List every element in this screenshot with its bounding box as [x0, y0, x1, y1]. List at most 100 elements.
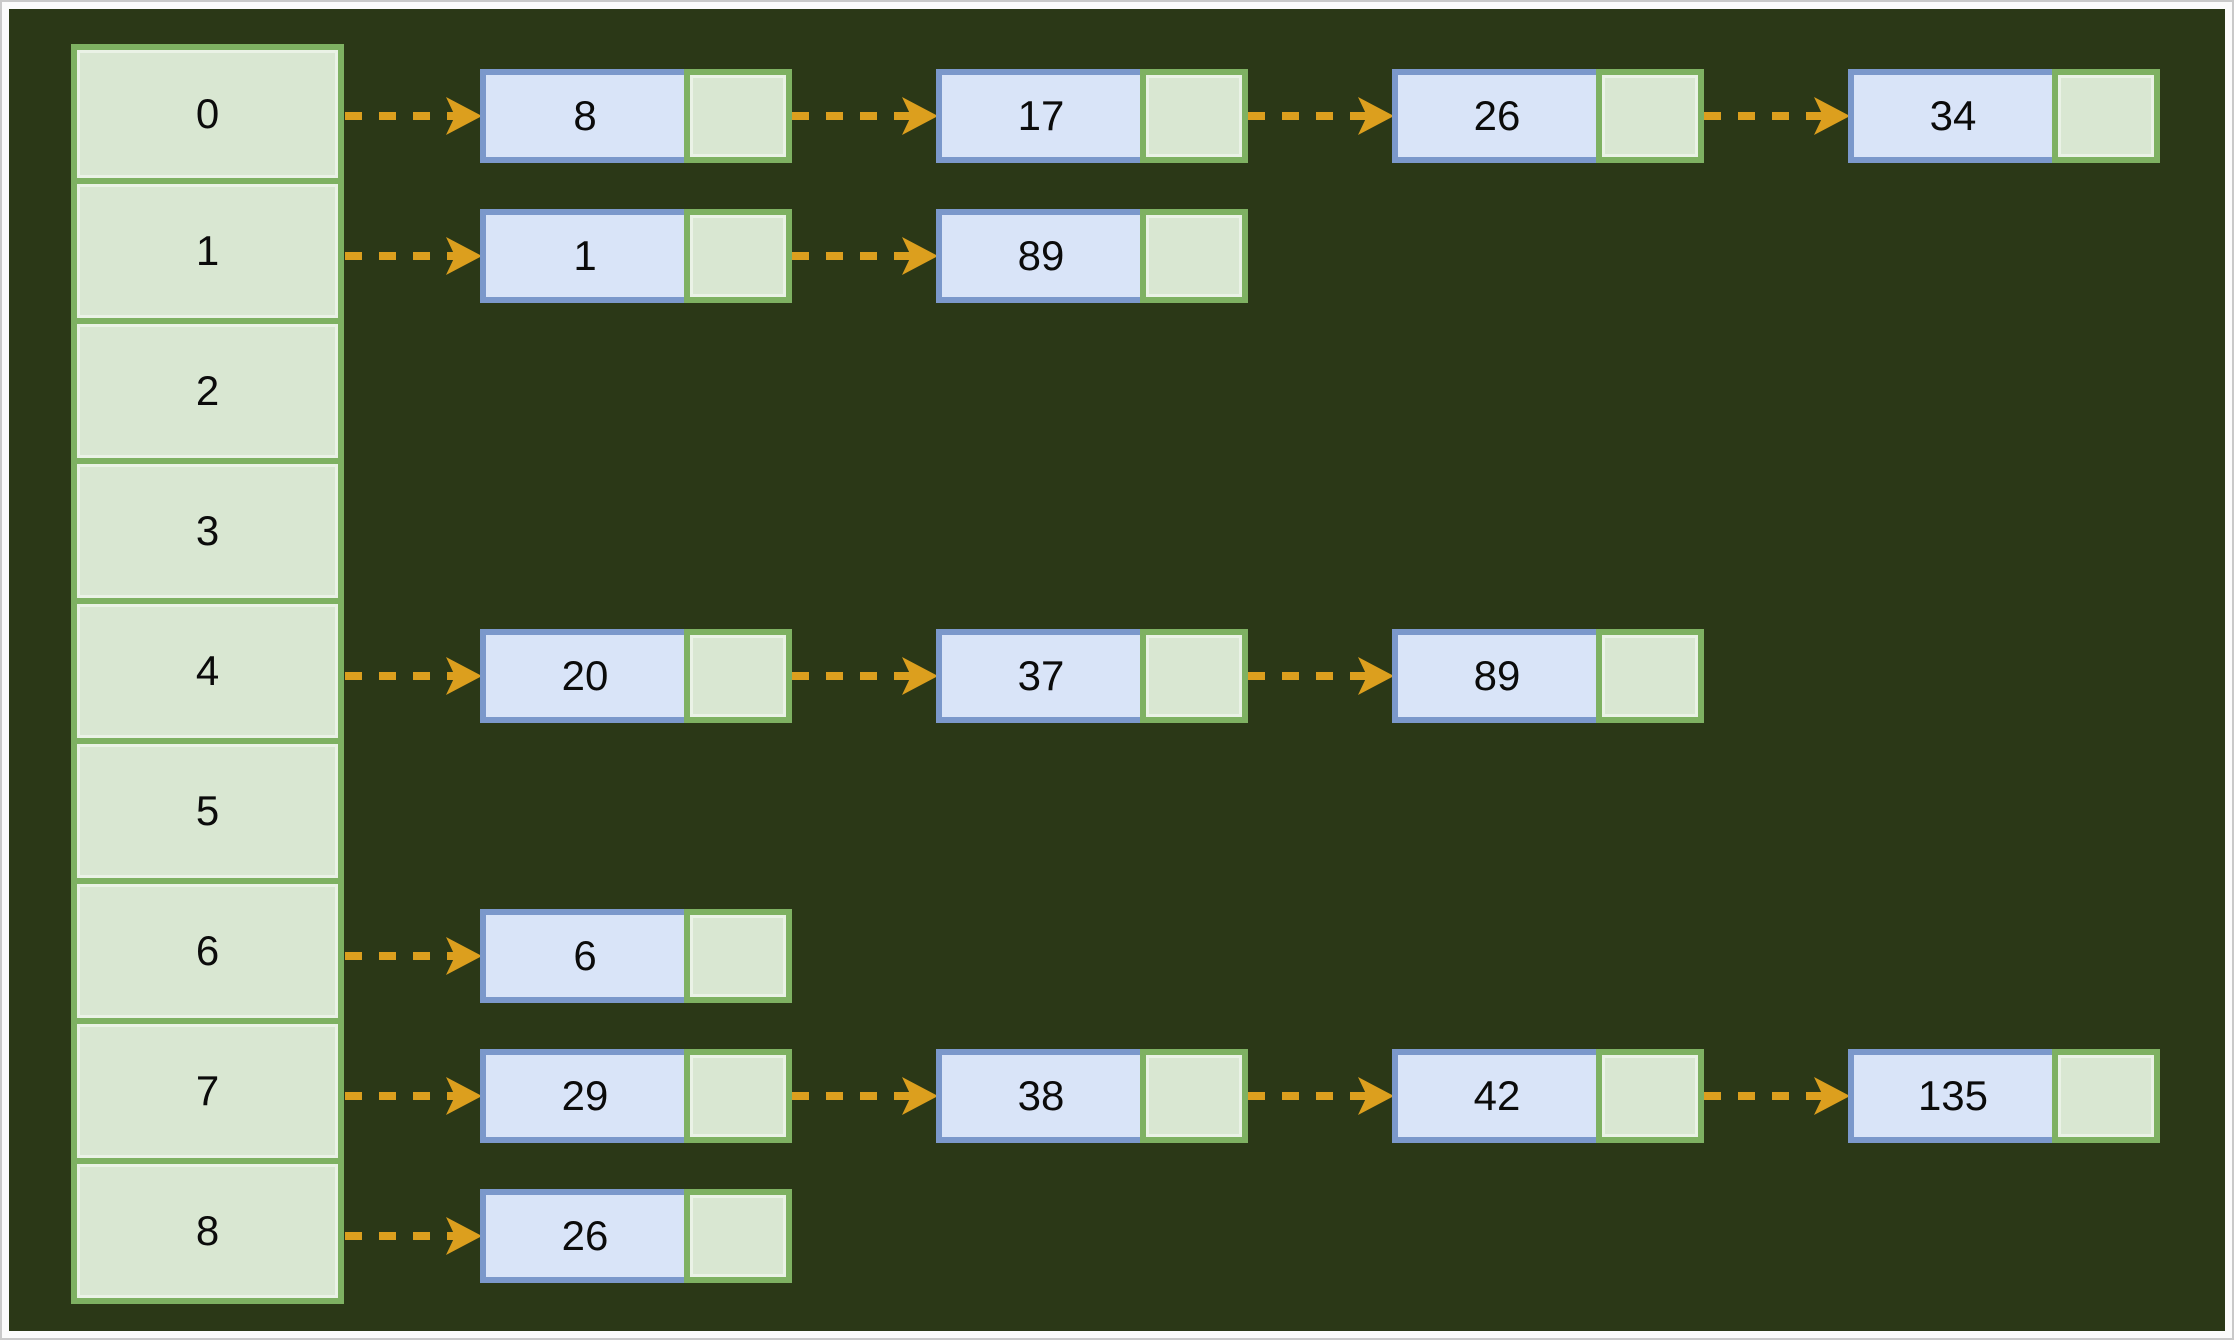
bucket-index-label: 3 — [195, 507, 220, 554]
node-value: 42 — [1473, 1072, 1521, 1119]
node-value-cell: 38 — [936, 1049, 1140, 1143]
pointer-arrow — [345, 1077, 482, 1115]
pointer-arrow — [1248, 1077, 1394, 1115]
bucket-index-label: 4 — [195, 647, 220, 694]
bucket-index-label: 1 — [195, 227, 220, 274]
node-value-cell: 29 — [480, 1049, 684, 1143]
list-node: 8 — [480, 69, 792, 163]
list-node: 29 — [480, 1049, 792, 1143]
node-next-pointer-cell — [684, 209, 792, 303]
bucket-cell: 5 — [71, 744, 344, 884]
list-node: 38 — [936, 1049, 1248, 1143]
arrowhead — [902, 97, 938, 135]
node-value-cell: 6 — [480, 909, 684, 1003]
node-value-cell: 42 — [1392, 1049, 1596, 1143]
node-value: 26 — [561, 1212, 609, 1259]
pointer-arrow — [1248, 97, 1394, 135]
node-value-cell: 1 — [480, 209, 684, 303]
arrowhead — [1358, 1077, 1394, 1115]
bucket-index-label: 0 — [195, 90, 220, 137]
bucket-index-label: 6 — [195, 927, 220, 974]
node-value-cell: 26 — [1392, 69, 1596, 163]
node-value: 26 — [1473, 92, 1521, 139]
node-value: 20 — [561, 652, 609, 699]
pointer-arrow — [345, 657, 482, 695]
pointer-arrow — [792, 97, 938, 135]
arrowhead — [446, 937, 482, 975]
node-value: 89 — [1473, 652, 1521, 699]
bucket-index-label: 5 — [195, 787, 220, 834]
pointer-arrow — [1704, 97, 1850, 135]
node-next-pointer-cell — [684, 909, 792, 1003]
pointer-arrow — [792, 657, 938, 695]
node-next-pointer-cell — [1596, 1049, 1704, 1143]
list-node: 26 — [1392, 69, 1704, 163]
list-node: 89 — [936, 209, 1248, 303]
node-next-pointer-cell — [1596, 69, 1704, 163]
node-value: 37 — [1017, 652, 1065, 699]
bucket-cell: 7 — [71, 1024, 344, 1164]
node-next-pointer-cell — [684, 1189, 792, 1283]
bucket-cell: 1 — [71, 184, 344, 324]
node-value: 135 — [1917, 1072, 1989, 1119]
node-next-pointer-cell — [1140, 1049, 1248, 1143]
bucket-cell: 8 — [71, 1164, 344, 1304]
node-next-pointer-cell — [1140, 629, 1248, 723]
node-next-pointer-cell — [2052, 1049, 2160, 1143]
node-value: 29 — [561, 1072, 609, 1119]
arrowhead — [902, 237, 938, 275]
arrowhead — [446, 97, 482, 135]
node-value: 8 — [573, 92, 597, 139]
node-value-cell: 17 — [936, 69, 1140, 163]
node-value-cell: 26 — [480, 1189, 684, 1283]
arrowhead — [446, 1077, 482, 1115]
node-value: 17 — [1017, 92, 1065, 139]
bucket-index-label: 7 — [195, 1067, 220, 1114]
pointer-arrow — [1704, 1077, 1850, 1115]
arrowhead — [446, 657, 482, 695]
pointer-arrow — [345, 937, 482, 975]
node-value-cell: 8 — [480, 69, 684, 163]
arrowhead — [446, 237, 482, 275]
arrowhead — [1358, 97, 1394, 135]
pointer-arrow — [792, 1077, 938, 1115]
node-next-pointer-cell — [1140, 209, 1248, 303]
bucket-index-label: 2 — [195, 367, 220, 414]
bucket-cell: 4 — [71, 604, 344, 744]
list-node: 26 — [480, 1189, 792, 1283]
pointer-arrow — [792, 237, 938, 275]
list-node: 42 — [1392, 1049, 1704, 1143]
bucket-cell: 3 — [71, 464, 344, 604]
bucket-cell: 0 — [71, 44, 344, 184]
list-node: 6 — [480, 909, 792, 1003]
node-next-pointer-cell — [2052, 69, 2160, 163]
pointer-arrow — [345, 97, 482, 135]
node-value: 6 — [573, 932, 597, 979]
bucket-array: 0 1 2 3 4 5 6 7 8 — [71, 44, 344, 1304]
node-value-cell: 135 — [1848, 1049, 2052, 1143]
node-value: 38 — [1017, 1072, 1065, 1119]
arrowhead — [902, 657, 938, 695]
list-node: 17 — [936, 69, 1248, 163]
arrowhead — [1358, 657, 1394, 695]
node-value-cell: 34 — [1848, 69, 2052, 163]
bucket-index-label: 8 — [195, 1207, 220, 1254]
node-value-cell: 20 — [480, 629, 684, 723]
bucket-cell: 2 — [71, 324, 344, 464]
list-node: 37 — [936, 629, 1248, 723]
node-next-pointer-cell — [1140, 69, 1248, 163]
node-value: 89 — [1017, 232, 1065, 279]
node-next-pointer-cell — [1596, 629, 1704, 723]
list-node: 89 — [1392, 629, 1704, 723]
node-value: 1 — [573, 232, 597, 279]
arrowhead — [902, 1077, 938, 1115]
list-node: 34 — [1848, 69, 2160, 163]
node-next-pointer-cell — [684, 69, 792, 163]
node-next-pointer-cell — [684, 629, 792, 723]
list-node: 20 — [480, 629, 792, 723]
pointer-arrow — [1248, 657, 1394, 695]
pointer-arrow — [345, 237, 482, 275]
arrowhead — [1814, 97, 1850, 135]
